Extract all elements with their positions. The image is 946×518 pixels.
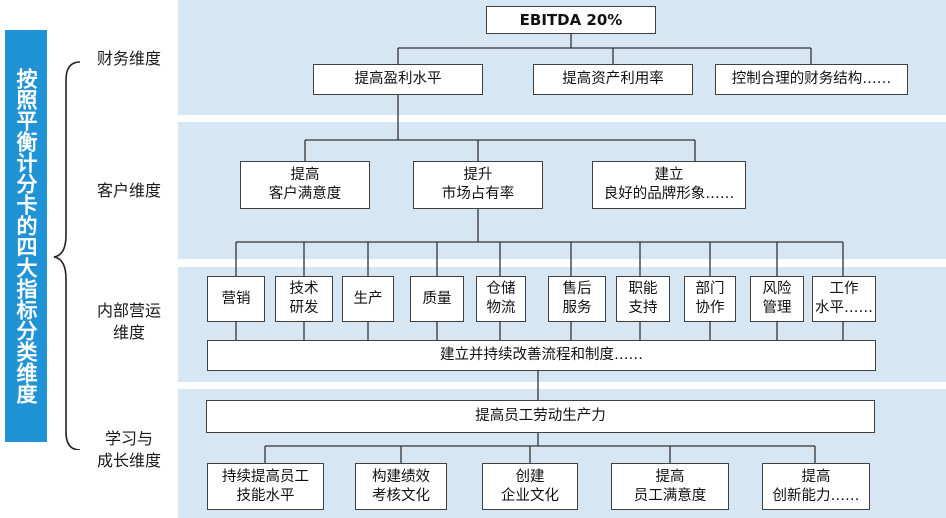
- internal-dimension-label: 内部营运 维度: [96, 301, 161, 342]
- internal-box-logistics: 仓储 物流: [476, 276, 526, 322]
- internal-box-quality: 质量: [410, 276, 464, 322]
- financial-dimension-label: 财务维度: [96, 49, 161, 68]
- customer-box-satisfaction: 提高 客户满意度: [240, 161, 370, 209]
- internal-box-risk: 风险 管理: [750, 276, 804, 322]
- internal-box-rnd: 技术 研发: [275, 276, 333, 322]
- ebitda-box: EBITDA 20%: [486, 6, 656, 34]
- learning-box-innovation: 提高 创新能力……: [762, 463, 870, 510]
- learning-box-skills: 持续提高员工 技能水平: [207, 463, 324, 510]
- customer-box-market-share: 提升 市场占有率: [413, 161, 543, 209]
- internal-box-after-sales: 售后 服务: [548, 276, 606, 322]
- financial-box-structure: 控制合理的财务结构……: [715, 64, 908, 95]
- financial-box-asset-utilization: 提高资产利用率: [533, 64, 693, 95]
- internal-box-production: 生产: [342, 276, 394, 322]
- internal-box-support: 职能 支持: [616, 276, 670, 322]
- learning-box-performance-culture: 构建绩效 考核文化: [355, 463, 447, 510]
- productivity-box: 提高员工劳动生产力: [206, 400, 875, 433]
- customer-box-brand: 建立 良好的品牌形象……: [592, 161, 746, 209]
- process-box: 建立并持续改善流程和制度……: [207, 340, 876, 371]
- learning-box-employee-satisfaction: 提高 员工满意度: [611, 463, 729, 510]
- left-brace: [53, 61, 81, 450]
- learning-dimension-label: 学习与 成长维度: [96, 429, 161, 470]
- learning-box-corporate-culture: 创建 企业文化: [482, 463, 578, 510]
- customer-dimension-label: 客户维度: [96, 181, 161, 200]
- internal-box-work-level: 工作 水平……: [812, 276, 876, 322]
- internal-box-collaboration: 部门 协作: [684, 276, 736, 322]
- vertical-title: 按照平衡计分卡的四大指标分类维度: [5, 30, 47, 442]
- financial-box-profitability: 提高盈利水平: [313, 64, 483, 95]
- internal-box-marketing: 营销: [207, 276, 265, 322]
